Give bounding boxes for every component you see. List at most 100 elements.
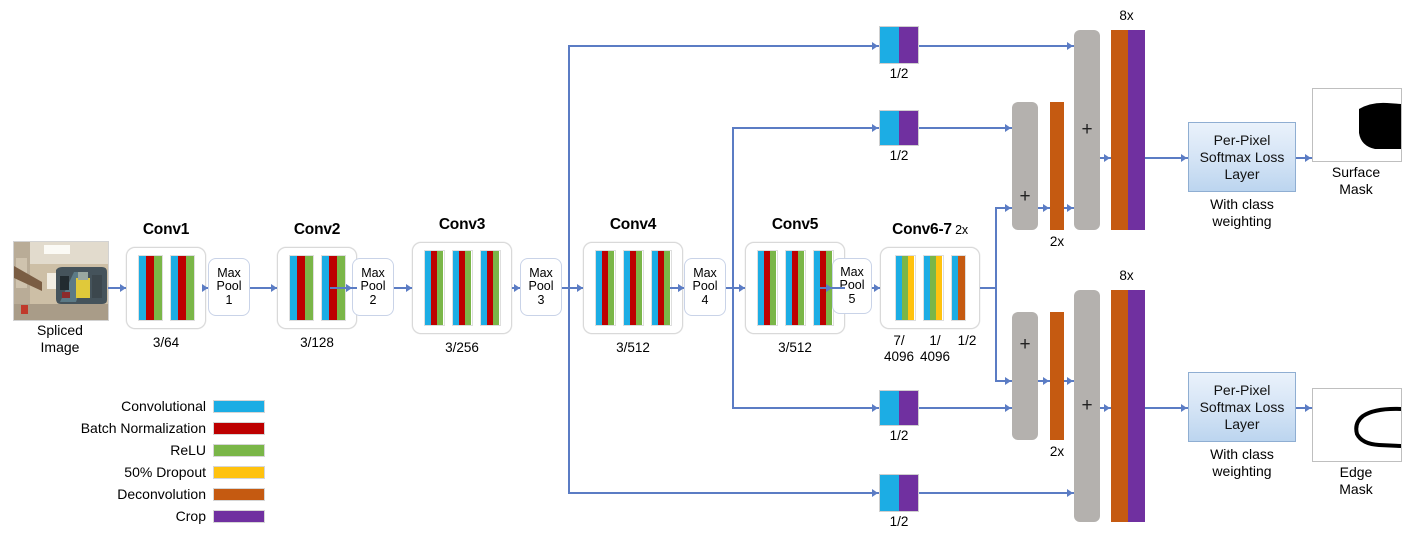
conv-stripe — [880, 111, 899, 145]
fuse1-edge: + — [1012, 312, 1038, 440]
conv-stripe — [880, 475, 899, 511]
wire-pool4-branch-bottom — [732, 287, 734, 407]
wire-input-conv1 — [108, 287, 126, 289]
a — [1181, 404, 1187, 412]
wire-crop-top2-fuse1 — [919, 127, 1012, 129]
layer-stripe — [901, 256, 909, 320]
legend-swatch — [213, 509, 265, 523]
sublabel-line: 4096 — [919, 349, 951, 364]
crop-stripe — [899, 111, 918, 145]
legend-row-4: Deconvolution — [55, 486, 265, 502]
layer-stripe — [791, 251, 799, 325]
a — [1005, 204, 1011, 212]
loss-line: Per-Pixel — [1213, 381, 1271, 398]
deconv1-caption-edge: 2x — [1049, 444, 1065, 459]
plus-symbol: + — [1019, 186, 1031, 207]
a — [1005, 404, 1011, 412]
wire-conv2-pool2 — [330, 287, 352, 289]
conv-sublabel-conv2: 3/128 — [300, 335, 334, 350]
sublabel-line: 7/ — [893, 333, 905, 348]
deconv2-surface — [1111, 30, 1128, 230]
pool-line: 2 — [369, 292, 377, 307]
conv-stripe — [880, 27, 899, 63]
crop-caption-skip-top-pool4: 1/2 — [889, 148, 909, 163]
legend-label: Convolutional — [121, 398, 206, 414]
layer-stripe — [636, 251, 643, 325]
wire-pool1-conv2 — [250, 287, 277, 289]
fuse2-surface: + — [1074, 30, 1100, 230]
layer-stripe — [458, 251, 466, 325]
conv-subblock — [622, 250, 644, 326]
layer-stripe — [486, 251, 494, 325]
conv-title-conv5: Conv5 — [771, 216, 819, 233]
legend-swatch — [213, 399, 265, 413]
conv-subblock — [784, 250, 806, 326]
layer-stripe — [170, 256, 179, 320]
input-caption: Spliced — [37, 322, 83, 338]
wire-pool3-branch-top — [568, 45, 570, 287]
layer-stripe — [595, 251, 602, 325]
a — [1067, 377, 1073, 385]
legend-swatch — [213, 443, 265, 457]
legend-swatch — [213, 421, 265, 435]
pool-line: 5 — [848, 291, 856, 306]
pool-line: Max — [693, 265, 717, 280]
crop-caption-skip-bottom-pool4: 1/2 — [889, 428, 909, 443]
wire-pool3-to-crop-top — [568, 45, 879, 47]
layer-stripe — [785, 251, 792, 325]
wire-conv67-fuse1-bot — [995, 380, 1012, 382]
layer-stripe — [321, 256, 330, 320]
input-caption-line2: Image — [40, 339, 80, 355]
conv-subblock — [594, 250, 616, 326]
conv-subblock — [423, 250, 445, 326]
layer-stripe — [452, 251, 459, 325]
a — [1181, 154, 1187, 162]
plus-symbol: + — [1081, 395, 1093, 416]
pool-line: 3 — [537, 292, 545, 307]
crop-caption-skip-bottom-pool3: 1/2 — [889, 514, 909, 529]
wire-crop2-loss-bot — [1145, 407, 1188, 409]
legend-label: Batch Normalization — [80, 420, 206, 436]
legend-label: Deconvolution — [117, 486, 206, 502]
wire-conv2-pool2-arrow — [346, 284, 352, 292]
wire-crop2-loss-top — [1145, 157, 1188, 159]
wire-pool4-conv5 — [726, 287, 745, 289]
conv-subblock — [451, 250, 473, 326]
conv-subblock — [137, 255, 163, 321]
legend-swatch — [213, 465, 265, 479]
wire-input-conv1-arrow — [120, 284, 126, 292]
a-b2 — [872, 489, 878, 497]
wire-pool2-conv3-arrow — [406, 284, 412, 292]
conv-sublabel-conv5: 3/512 — [778, 340, 812, 355]
mask-caption-2-surface: Mask — [1339, 181, 1373, 197]
a-t2 — [872, 124, 878, 132]
conv-subblock — [288, 255, 314, 321]
a4 — [678, 284, 684, 292]
conv-block-conv6_7 — [880, 247, 980, 329]
layer-stripe — [895, 256, 902, 320]
loss-line: Per-Pixel — [1213, 131, 1271, 148]
wire-crop-top1-fuse2 — [919, 45, 1074, 47]
conv-subblock — [650, 250, 672, 326]
crop-stripe — [899, 475, 918, 511]
spliced-image-thumbnail — [13, 241, 109, 321]
a — [1005, 377, 1011, 385]
sublabel-line: 1/ — [929, 333, 941, 348]
crop2-surface — [1128, 30, 1145, 230]
wire-pool1-conv2-arrow — [271, 284, 277, 292]
layer-stripe — [951, 256, 958, 320]
conv-stripe — [880, 391, 899, 425]
wire-conv3-pool3-arrow — [514, 284, 520, 292]
wire-loss-mask-edge — [1296, 407, 1312, 409]
a-b1 — [872, 404, 878, 412]
wire-loss-mask-surface — [1296, 157, 1312, 159]
fuse1-surface: + — [1012, 102, 1038, 230]
pool-line: 4 — [701, 292, 709, 307]
loss-caption-2-surface: weighting — [1212, 213, 1272, 229]
mask-caption-1-edge: Edge — [1339, 464, 1373, 480]
legend-label: ReLU — [170, 442, 206, 458]
pool-line: Max — [840, 264, 864, 279]
